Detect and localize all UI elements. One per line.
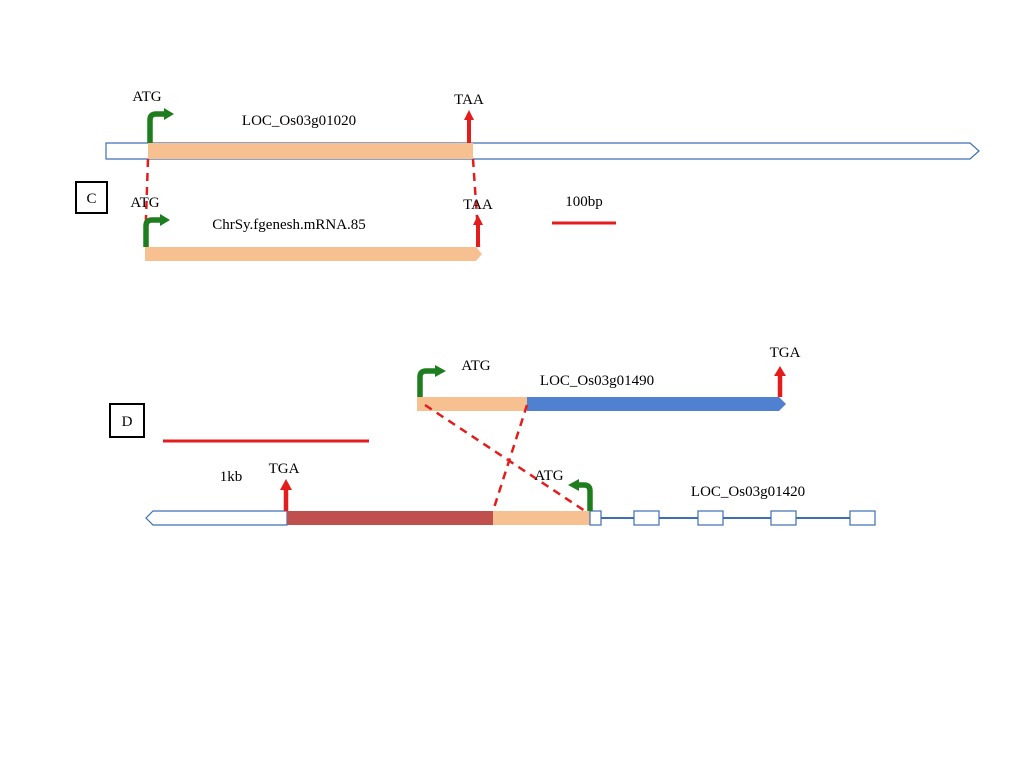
stop-codon-label: TGA [770,345,801,361]
panel-d-label: D [122,414,133,430]
utr-exon [589,510,602,526]
stop-arrow-icon [464,110,474,143]
start-arrow-icon [568,479,593,511]
start-arrow-icon [143,214,170,247]
stop-codon-label: TGA [269,461,300,477]
gene-name-label: LOC_Os03g01020 [242,113,356,129]
cds-region [493,511,590,525]
gene-model-loc-os03g01020: LOC_Os03g01020 ATG TAA [105,89,980,160]
gene-model-loc-os03g01420: LOC_Os03g01420 ATG TGA [145,461,876,526]
utr-region [145,510,288,526]
start-codon-label: ATG [130,195,159,211]
utr-exon [697,510,724,526]
gene-model-chrsy-fgenesh: ChrSy.fgenesh.mRNA.85 ATG TAA [130,195,493,261]
gene-model-loc-os03g01490: LOC_Os03g01490 ATG TGA [417,345,801,411]
panel-c-label: C [86,191,96,207]
gene-name-label: LOC_Os03g01420 [691,484,805,500]
start-codon-label: ATG [132,89,161,105]
stop-arrow-icon [473,215,483,247]
gene-name-label: LOC_Os03g01490 [540,373,654,389]
cds-region [148,143,473,159]
cds-region-blue [527,397,786,411]
stop-codon-label: TAA [463,197,493,213]
stop-codon-label: TAA [454,92,484,108]
start-codon-label: ATG [534,468,563,484]
panel-d: D 1kb LOC_Os03g01490 ATG TGA [109,345,876,526]
start-arrow-icon [147,108,174,143]
cds-region-dark [287,511,493,525]
scale-bar-label: 1kb [220,469,243,485]
start-codon-label: ATG [461,358,490,374]
stop-arrow-icon [280,479,292,511]
panel-d-label-box [109,403,145,438]
scale-bar-label: 100bp [565,194,603,210]
match-line [424,403,586,513]
gene-name-label: ChrSy.fgenesh.mRNA.85 [212,217,366,233]
panel-c-label-box [75,181,108,214]
utr-exon [770,510,797,526]
start-arrow-icon [417,365,446,397]
utr-exon [633,510,660,526]
match-line [491,404,529,512]
utr-exon [849,510,876,526]
panel-c: C LOC_Os03g01020 ATG TAA ChrSy.fgenesh.m… [75,89,980,261]
stop-arrow-icon [774,366,786,397]
cds-region [145,247,482,261]
cds-region [417,397,527,411]
